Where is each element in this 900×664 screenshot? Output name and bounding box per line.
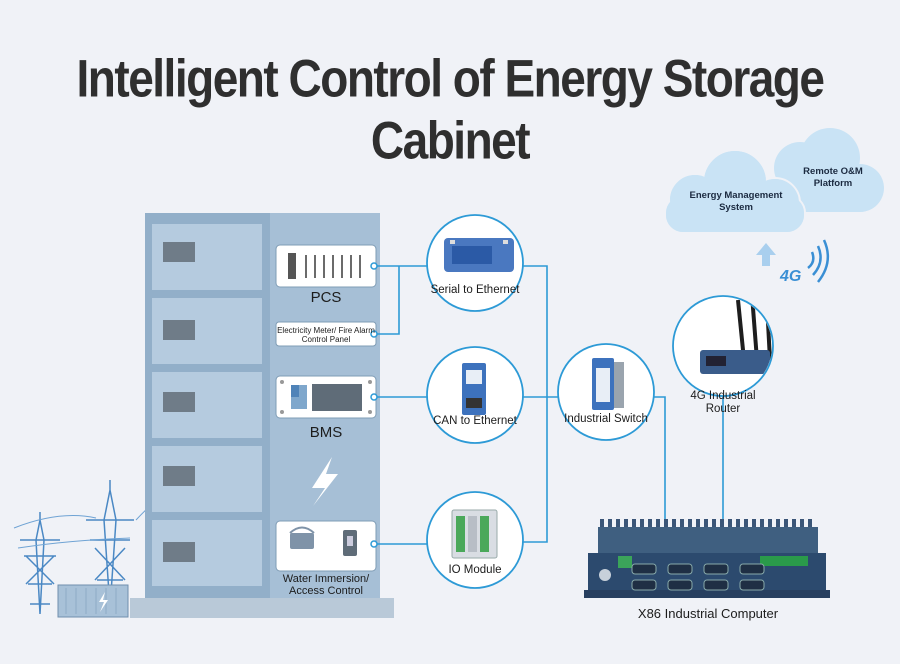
x86-computer-icon (584, 519, 830, 598)
remote-platform-label: Remote O&M Platform (803, 166, 863, 189)
network-badge: 4G (779, 268, 801, 285)
bms-panel (275, 375, 378, 419)
ems-label: Energy Management System (689, 190, 783, 213)
meter-panel (275, 321, 378, 347)
page-title: Intelligent Control of Energy Storage Ca… (76, 48, 825, 170)
water-access-panel (275, 520, 378, 572)
lightning-bolt-icon (312, 457, 338, 506)
water-access-label: Water Immersion/ Access Control (282, 573, 370, 597)
meter-label: Electricity Meter/ Fire Alarm Control Pa… (277, 326, 375, 344)
router-label: 4G Industrial Router (690, 390, 756, 415)
ems-cloud-fill (666, 151, 804, 232)
can-to-ethernet-node (426, 346, 524, 444)
can-to-ethernet-label: CAN to Ethernet (433, 415, 517, 427)
wifi-signal-icon (807, 239, 830, 283)
industrial-switch-label: Industrial Switch (564, 413, 648, 425)
industrial-switch-node (557, 343, 655, 441)
battery-container-icon (57, 584, 129, 618)
computer-label: X86 Industrial Computer (637, 606, 779, 621)
pcs-label: PCS (310, 289, 342, 306)
io-module-label: IO Module (448, 564, 502, 576)
connection-lines (377, 265, 724, 545)
power-tower-icon (13, 480, 161, 615)
serial-to-ethernet-node (426, 214, 524, 312)
bms-label: BMS (309, 424, 343, 441)
io-module-node (426, 491, 524, 589)
serial-to-ethernet-label: Serial to Ethernet (430, 284, 520, 296)
router-node (672, 295, 774, 397)
upload-arrow-icon (756, 243, 776, 266)
pcs-panel (275, 244, 378, 288)
